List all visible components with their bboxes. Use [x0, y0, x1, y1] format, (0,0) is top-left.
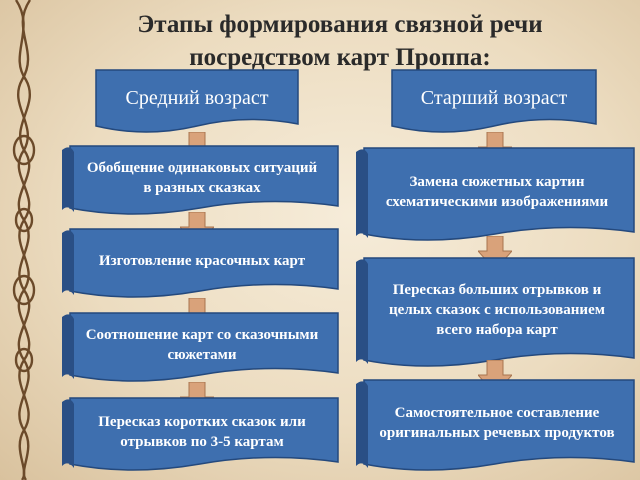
- banner-shape: [391, 69, 597, 133]
- scroll-banner-shape: [356, 379, 635, 471]
- right-age-header-label: Старший возраст: [420, 86, 568, 109]
- page-title: Этапы формирования связной речи посредст…: [60, 8, 620, 74]
- right-step-1: Замена сюжетных картин схематическими из…: [356, 147, 635, 244]
- left-step-2-text: Изготовление красочных карт: [98, 253, 306, 269]
- right-step-2-text: Пересказ больших отрывков и целых сказок…: [389, 282, 605, 338]
- scroll-banner-shape: [356, 147, 635, 241]
- right-step-1-text: Замена сюжетных картин схематическими из…: [385, 174, 609, 210]
- left-step-4-text: Пересказ коротких сказок или отрывков по…: [98, 414, 306, 450]
- right-age-header: Старший возраст: [391, 69, 597, 134]
- left-step-4: Пересказ коротких сказок или отрывков по…: [62, 397, 339, 474]
- celtic-border-ornament: [12, 0, 36, 480]
- left-step-3: Соотношение карт со сказочными сюжетами: [62, 312, 339, 385]
- right-step-3-text: Самостоятельное составление оригинальных…: [379, 405, 615, 441]
- scroll-banner-shape: [62, 145, 339, 215]
- left-step-1-text: Обобщение одинаковых ситуаций в разных с…: [86, 160, 318, 196]
- title-line-1: Этапы формирования связной речи: [137, 11, 543, 38]
- left-step-2: Изготовление красочных карт: [62, 228, 339, 301]
- scroll-banner-shape: [62, 397, 339, 471]
- right-step-3: Самостоятельное составление оригинальных…: [356, 379, 635, 474]
- banner-shape: [95, 69, 299, 133]
- left-age-header-label: Средний возраст: [125, 86, 269, 109]
- scroll-banner-shape: [62, 312, 339, 382]
- right-step-2: Пересказ больших отрывков и целых сказок…: [356, 257, 635, 370]
- left-step-3-text: Соотношение карт со сказочными сюжетами: [85, 327, 319, 363]
- title-line-2: посредством карт Проппа:: [189, 44, 491, 71]
- scroll-banner-shape: [62, 228, 339, 298]
- scroll-banner-shape: [356, 257, 635, 367]
- left-age-header: Средний возраст: [95, 69, 299, 134]
- left-step-1: Обобщение одинаковых ситуаций в разных с…: [62, 145, 339, 218]
